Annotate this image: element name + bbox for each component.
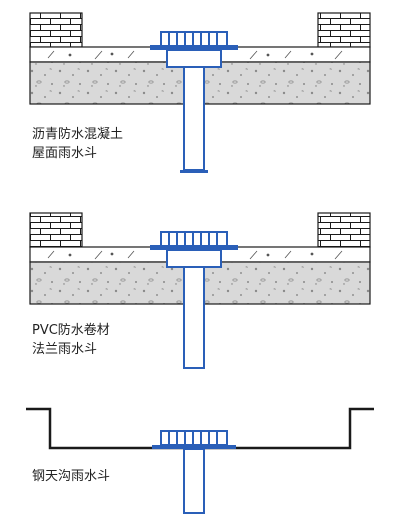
drain-grate-bars [168,32,218,46]
brick-wall-left [29,12,83,48]
label-asphalt-line2: 屋面雨水斗 [32,146,98,161]
drain-pipe [183,66,205,171]
brick-wall-left [29,212,83,248]
brick-wall-right [317,12,371,48]
label-pvc: PVC防水卷材 法兰雨水斗 [32,321,110,359]
screed-hatch [47,250,343,260]
drain-flange [150,45,238,50]
brick-wall-right [317,212,371,248]
label-gutter-line1: 钢天沟雨水斗 [32,469,111,484]
drain-flange [150,245,238,250]
drain-pipe [183,448,205,514]
diagram-gutter [26,407,374,514]
label-gutter: 钢天沟雨水斗 [32,467,110,486]
label-pvc-line2: 法兰雨水斗 [32,342,98,357]
drain-flange [152,445,236,449]
diagram-asphalt [29,12,371,173]
label-pvc-line1: PVC防水卷材 [32,323,110,338]
label-asphalt-line1: 沥青防水混凝土 [32,127,124,142]
drain-grate-bars [168,232,218,246]
drain-pipe [183,266,205,369]
drain-grate-bars [168,431,218,445]
screed-hatch [47,50,343,60]
drain-body [166,249,222,268]
diagram-pvc [29,212,371,369]
drain-body [166,49,222,68]
label-asphalt: 沥青防水混凝土 屋面雨水斗 [32,125,123,163]
pipe-end-cap [180,170,208,173]
